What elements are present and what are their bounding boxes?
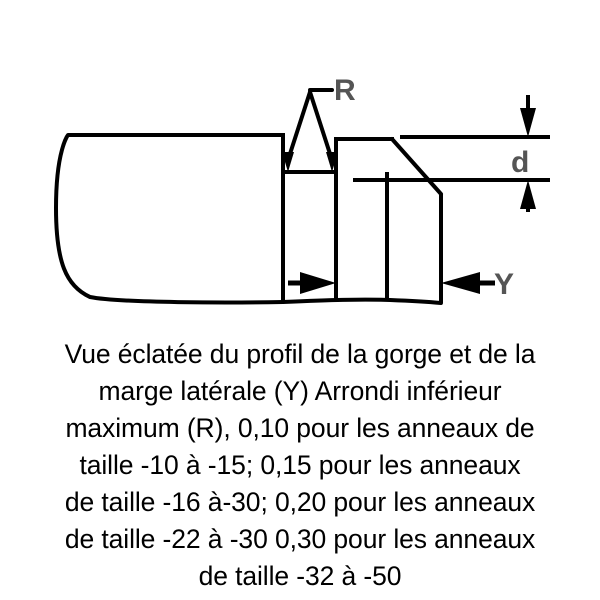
caption-line: de taille -32 à -50 (198, 561, 402, 591)
side-margin-arrowhead (441, 272, 480, 294)
caption-line: de taille -22 à -30 0,30 pour les anneau… (64, 524, 536, 554)
caption-line: taille -10 à -15; 0,15 pour les anneaux (79, 450, 521, 480)
depth-arrowhead-top (520, 108, 536, 137)
radius-arrowhead-right (326, 152, 338, 172)
caption-line: Vue éclatée du profil de la gorge et de … (64, 339, 536, 369)
caption-line: marge latérale (Y) Arrondi inférieur (98, 376, 502, 406)
radius-leader-left (286, 90, 312, 162)
technical-drawing: R d Y (54, 74, 550, 305)
radius-label: R (334, 74, 356, 107)
groove-width-arrowhead (300, 272, 336, 294)
body-outline (54, 133, 285, 305)
depth-label: d (511, 146, 529, 179)
chamfer-line (390, 137, 443, 196)
figure-caption: Vue éclatée du profil de la gorge et de … (0, 336, 600, 595)
depth-arrowhead-bottom (520, 180, 536, 209)
bottom-profile-right (281, 297, 443, 305)
radius-arrowhead-left (282, 152, 294, 172)
radius-leader-right (308, 90, 334, 162)
side-margin-label: Y (494, 268, 514, 301)
caption-line: maximum (R), 0,10 pour les anneaux de (65, 413, 535, 443)
caption-line: de taille -16 à-30; 0,20 pour les anneau… (64, 487, 536, 517)
